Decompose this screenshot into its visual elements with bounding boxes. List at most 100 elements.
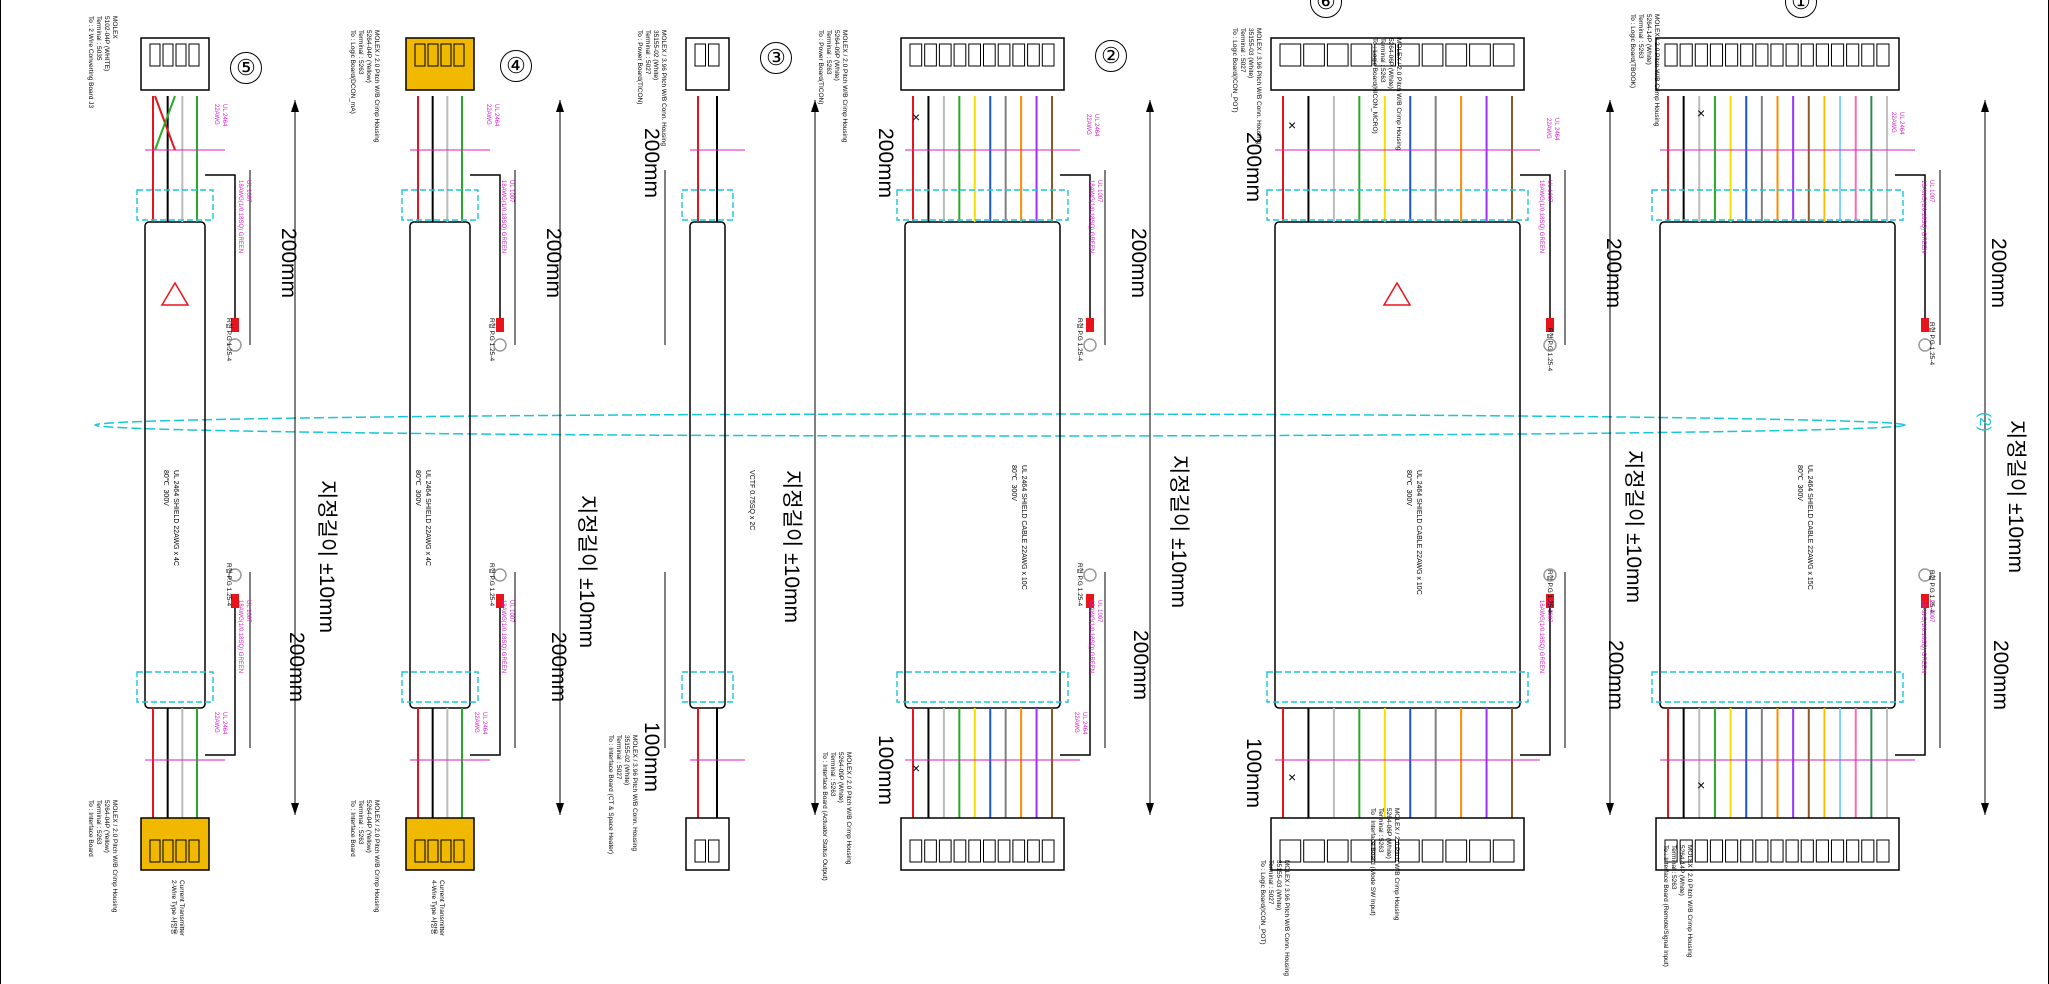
pin-slot-bot-4-1: [427, 839, 439, 863]
pin-slot-top-1-0: [1279, 43, 1302, 67]
pin-slot-top-3-0: [694, 43, 706, 67]
ring-label-h2-bot: R형 P.G 1.25-4: [1076, 563, 1083, 607]
conn-b-h3: MOLEX / 3.96 Pitch W/B Conn. Housing 351…: [607, 735, 638, 855]
pin-slot-bot-1-3: [1350, 839, 1373, 863]
length-dim-h5: 지정길이 ±10mm: [315, 480, 338, 633]
ring-label-h6-top: R형 P.G 1.25-4: [1546, 328, 1553, 372]
shield-drain-bot-2: [1060, 598, 1091, 756]
arrow-bot-5: [291, 803, 299, 815]
ring-label-h1-top: R형 P.G 1.25-4: [1928, 322, 1935, 366]
pin-slot-bot-2-3: [953, 839, 967, 863]
pin-slot-bot-0-9: [1800, 839, 1814, 863]
pin-slot-bot-3-1: [708, 839, 720, 863]
unused-pin-mark-4: ×: [912, 109, 920, 125]
pin-slot-top-1-3: [1350, 43, 1373, 67]
shrink-top-3: [681, 189, 734, 221]
pin-slot-top-1-4: [1374, 43, 1397, 67]
pin-slot-top-2-4: [968, 43, 981, 67]
pin-slot-top-2-0: [909, 43, 923, 67]
pin-slot-bot-1-4: [1374, 839, 1397, 863]
length-dim-h6: 지정길이 ±10mm: [1622, 450, 1645, 603]
arrow-top-3: [811, 100, 819, 112]
cross-wire-b: [154, 95, 176, 151]
pin-slot-bot-1-6: [1421, 839, 1444, 863]
shrink-bot-3: [681, 671, 734, 703]
drain-sleeve-top-5: [231, 318, 239, 332]
pin-slot-bot-0-14: [1876, 839, 1890, 863]
pin-slot-bot-2-6: [997, 839, 1011, 863]
dim-200-bot-h5: 200mm: [285, 632, 308, 703]
tube-h6-top: UL 2464 22AWG: [1545, 118, 1559, 141]
arrow-top-0: [1981, 100, 1989, 112]
warning-triangle-0: [160, 281, 190, 306]
arrow-bot-2: [1146, 803, 1154, 815]
pin-slot-bot-0-3: [1709, 839, 1724, 863]
pin-slot-top-2-1: [924, 43, 937, 67]
tube-h1-top: UL 2464 22AWG: [1890, 112, 1904, 135]
pin-slot-top-1-7: [1445, 43, 1468, 67]
warning-triangle-1: [1382, 281, 1412, 306]
shrink-top-4: [401, 189, 479, 221]
pin-slot-top-5-3: [188, 43, 200, 67]
dim-100-h6-conn: 100mm: [1242, 738, 1265, 809]
pin-slot-bot-4-0: [414, 839, 426, 863]
pin-slot-bot-0-12: [1846, 839, 1860, 863]
pin-slot-bot-1-7: [1445, 839, 1468, 863]
shield-drain-top-4: [470, 174, 501, 325]
conn-a-h2: MOLEX / 2.0 Pitch W/B Crimp Housing 5264…: [817, 30, 848, 143]
pin-slot-bot-2-1: [924, 839, 937, 863]
shield-drain-bot-5: [205, 598, 236, 756]
pin-slot-top-1-1: [1303, 43, 1325, 67]
pin-slot-bot-0-11: [1830, 839, 1845, 863]
dim-100-h3-bot: 100mm: [640, 722, 663, 793]
pin-slot-bot-2-9: [1041, 839, 1055, 863]
ring-label-h5-bot: R형 P.G 1.25-4: [225, 563, 232, 607]
shield-wire-h5-top: UL 1007 18AWG(1/0.18SQ) GREEN: [237, 180, 251, 254]
arrow-bot-4: [556, 803, 564, 815]
dim-200-bot-h2: 200mm: [1129, 630, 1152, 701]
tube-h2-bot: UL 2464 22AWG: [1073, 712, 1087, 735]
pin-slot-top-0-8: [1785, 43, 1799, 67]
ring-terminal-bot-5: [228, 568, 242, 582]
ring-terminal-top-2: [1083, 338, 1097, 352]
pin-slot-top-1-5: [1398, 43, 1420, 67]
pin-slot-bot-0-10: [1815, 839, 1829, 863]
drain-sleeve-top-0: [1921, 318, 1929, 332]
ring-label-h2-top: R형 P.G 1.25-4: [1076, 318, 1083, 362]
dim-100-h2-conn: 100mm: [874, 735, 897, 806]
cable-jacket-0: [1659, 221, 1896, 709]
shrink-bot-1: [1266, 671, 1529, 703]
ring-terminal-top-1: [1543, 338, 1557, 352]
pin-slot-bot-1-8: [1469, 839, 1491, 863]
pin-slot-top-4-2: [440, 43, 452, 67]
conn-a-h5: MOLEX 5102-04P (WHITE) Terminal : 5035 T…: [87, 16, 118, 109]
pin-slot-bot-4-3: [453, 839, 465, 863]
note-h5: Current Transmitter 2-Wire Type 사양용: [170, 880, 185, 936]
connector-bottom-3: [685, 817, 730, 871]
cable-jacket-5: [144, 221, 206, 709]
pin-slot-top-4-3: [453, 43, 465, 67]
shield-wire-h1-bot: UL 1007 18AWG(1/0.18SQ) GREEN: [1920, 600, 1934, 674]
shield-drain-top-0: [1895, 174, 1926, 325]
pin-slot-top-0-13: [1861, 43, 1875, 67]
drain-sleeve-top-4: [496, 318, 504, 332]
harness-number-5: ⑤: [230, 52, 262, 84]
drain-sleeve-bot-4: [496, 594, 504, 608]
pin-slot-bot-2-8: [1027, 839, 1040, 863]
pin-slot-top-0-4: [1725, 43, 1739, 67]
pin-slot-bot-2-5: [983, 839, 996, 863]
shield-wire-h6-top: UL 1007 18AWG(1/0.18SQ) GREEN: [1538, 180, 1552, 254]
arrow-bot-0: [1981, 803, 1989, 815]
pin-slot-bot-0-2: [1694, 839, 1708, 863]
pin-slot-bot-5-2: [175, 839, 187, 863]
note-h4: Current Transmitter 4-Wire Type 사양용: [430, 880, 445, 936]
connector-bottom-5: [140, 817, 210, 871]
conn-a-h4: MOLEX / 2.0 Pitch W/B Crimp Housing 5264…: [349, 30, 380, 143]
cable-spec-h4: UL 2464 SHIELD 22AWG x 4C 80℃ 300V: [414, 470, 431, 566]
ring-label-h4-top: R형 P.G 1.25-4: [488, 318, 495, 362]
tube-h2-top: UL 2464 22AWG: [1085, 114, 1099, 137]
pin-slot-bot-5-3: [188, 839, 200, 863]
pin-slot-top-0-12: [1846, 43, 1860, 67]
cable-spec-h5: UL 2464 SHIELD 22AWG x 4C 80℃ 300V: [162, 470, 179, 566]
pin-slot-bot-0-4: [1725, 839, 1739, 863]
